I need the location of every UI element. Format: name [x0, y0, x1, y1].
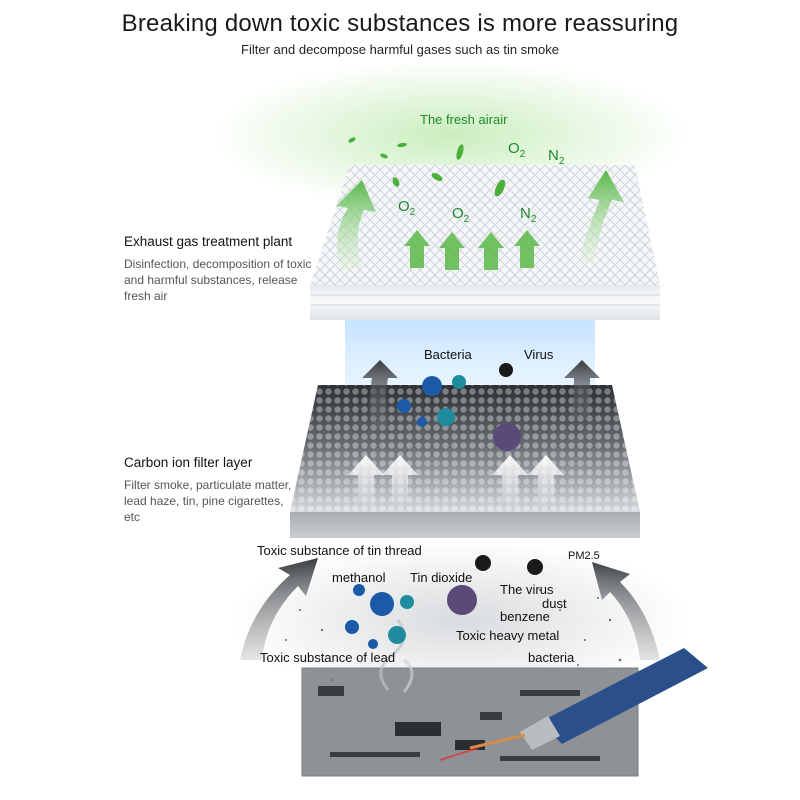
label-virus: Virus [524, 347, 554, 362]
label-tin-dioxide: Tin dioxide [410, 570, 473, 585]
label-tin-thread: Toxic substance of tin thread [257, 543, 422, 558]
label-methanol: methanol [332, 570, 386, 585]
up-arrow-icon [578, 170, 624, 262]
layer-heading-exhaust: Exhaust gas treatment plant [124, 234, 293, 249]
smoke-wisp [402, 658, 414, 693]
up-arrow-icon [564, 360, 600, 420]
leaf-icon [348, 137, 506, 197]
label-bacteria-bottom: bacteria [528, 650, 575, 665]
up-arrow-icon [404, 230, 540, 270]
up-arrow-icon [336, 180, 376, 270]
exhaust-treatment-slab [310, 165, 660, 320]
up-arrow-icon [348, 455, 564, 505]
up-arrow-icon [362, 360, 398, 430]
label-n2: N2 [520, 205, 537, 225]
label-lead: Toxic substance of lead [260, 650, 396, 665]
circuit-board-icon [301, 667, 639, 777]
virus-icon [345, 375, 521, 649]
layer-description-exhaust: Disinfection, decomposition of toxic and… [124, 257, 312, 303]
label-benzene: benzene [500, 609, 550, 624]
label-pm25: PM2.5 [568, 550, 600, 562]
label-o2: O2 [508, 140, 526, 160]
page-title: Breaking down toxic substances is more r… [121, 10, 679, 37]
label-heavy-metal: Toxic heavy metal [456, 628, 560, 643]
bacteria-icon [475, 363, 543, 575]
smoke-cloud [230, 540, 690, 700]
label-bacteria: Bacteria [424, 347, 472, 362]
soldering-iron-icon [439, 648, 708, 761]
label-fresh-air: The fresh airair [420, 112, 508, 127]
label-o2: O2 [452, 205, 470, 225]
label-n2: N2 [548, 147, 565, 167]
layer-heading-carbon: Carbon ion filter layer [124, 455, 253, 470]
label-dust: dust [542, 596, 567, 611]
page-subtitle: Filter and decompose harmful gases such … [241, 42, 559, 57]
layer-description-carbon: Filter smoke, particulate matter, lead h… [124, 478, 292, 524]
dust-particles [285, 578, 622, 681]
label-o2: O2 [398, 198, 416, 218]
label-the-virus: The virus [500, 582, 554, 597]
